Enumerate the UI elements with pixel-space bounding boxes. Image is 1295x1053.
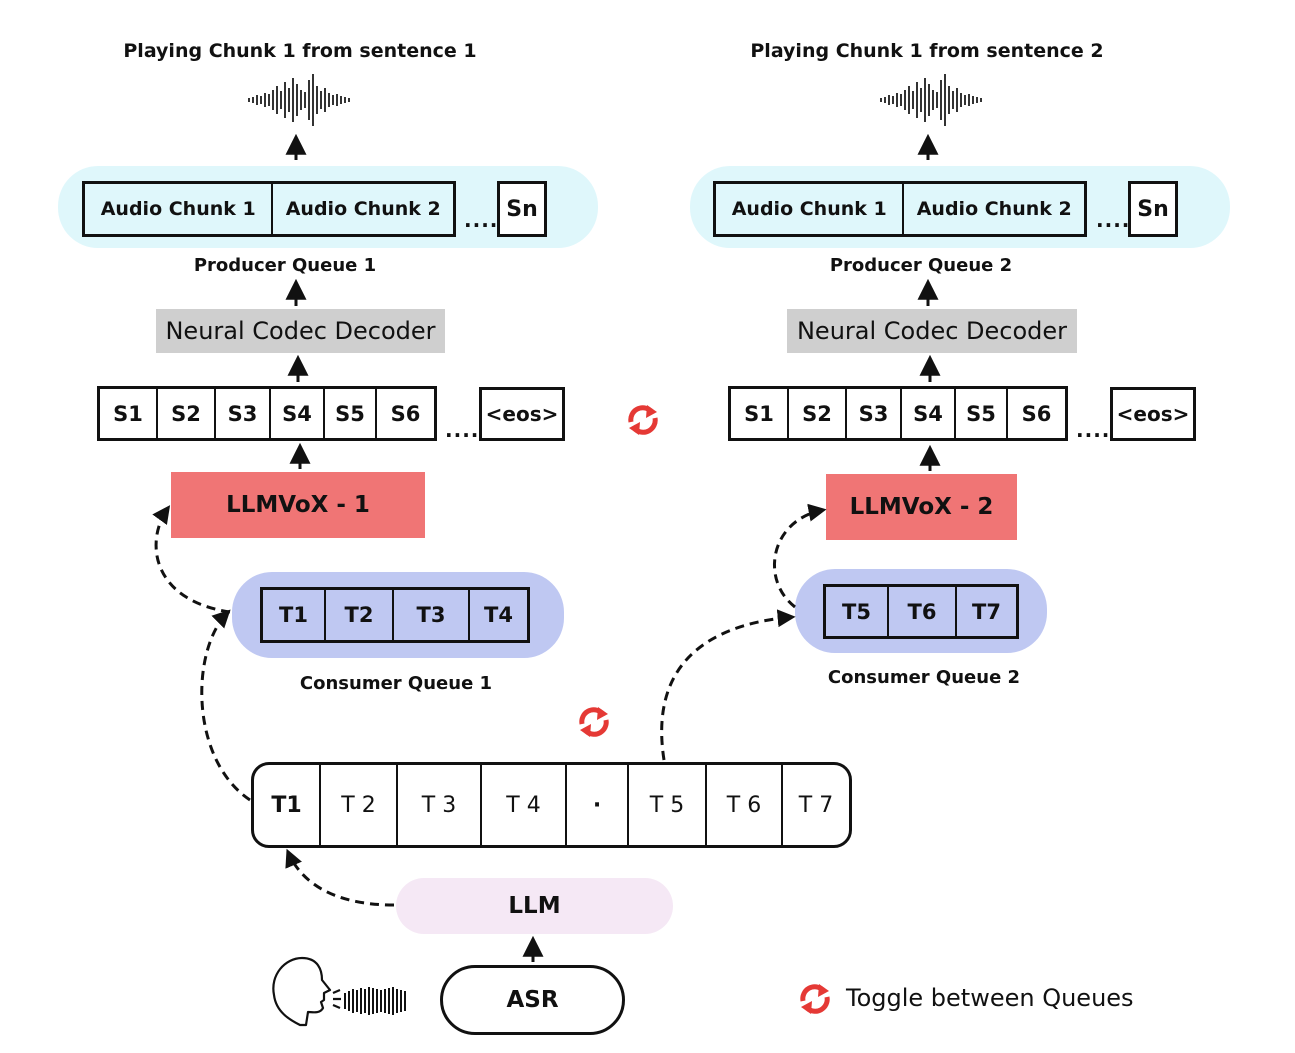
consumer-token: T6 [889, 587, 957, 636]
dashed-arrow-consumer-2-to-llmvox-2 [772, 503, 827, 609]
consumer-label-1: Consumer Queue 1 [299, 673, 493, 694]
toggle-icon [801, 984, 829, 1014]
dashed-arrow-consumer-1-to-llmvox-1 [152, 505, 231, 614]
audio-end-1: Sn [497, 181, 547, 237]
text-token: T 5 [629, 765, 707, 845]
speech-token: S5 [325, 389, 377, 438]
text-token: T 2 [321, 765, 398, 845]
speech-token: S2 [789, 389, 847, 438]
waveform-icon [880, 74, 982, 126]
audio-chunk-cell: Audio Chunk 1 [716, 184, 905, 234]
text-token: T 7 [798, 792, 834, 818]
audio-dots-2: .... [1096, 208, 1131, 232]
consumer-queue-2 [795, 569, 1047, 653]
speech-token: S6 [1021, 401, 1052, 426]
speech-token: S3 [847, 389, 902, 438]
consumer-token: T1 [263, 590, 326, 640]
text-token: T 6 [707, 765, 783, 845]
legend-text: Toggle between Queues [846, 984, 1134, 1012]
consumer-token: T7 [972, 599, 1001, 624]
speech-token: S1 [100, 389, 158, 438]
speech-token: S4 [902, 389, 956, 438]
llm-pill [396, 878, 673, 934]
toggle-icon [580, 707, 608, 737]
playing-title-1: Playing Chunk 1 from sentence 1 [123, 40, 477, 62]
text-token: T1 [254, 765, 321, 845]
asr-box: ASR [440, 965, 625, 1035]
speech-token-row-1: S1 S2 S3 S4 S5 S6 [97, 386, 437, 441]
speech-token: S2 [158, 389, 216, 438]
neural-codec-decoder-2: Neural Codec Decoder [787, 309, 1077, 353]
consumer-token: T3 [394, 590, 470, 640]
audio-end-2: Sn [1128, 181, 1178, 237]
eos-token-1: <eos> [479, 387, 565, 441]
text-token: · [567, 765, 629, 845]
text-token: T 3 [398, 765, 482, 845]
llmvox-1-box: LLMVoX - 1 [171, 472, 425, 538]
producer-label-1: Producer Queue 1 [193, 255, 377, 276]
consumer-queue-1 [232, 572, 564, 658]
text-token-stream: T1 T 2 T 3 T 4 · T 5 T 6 T 7 [251, 762, 852, 848]
text-token: T 4 [482, 765, 567, 845]
dashed-arrow-stream-to-consumer-2 [660, 609, 796, 761]
audio-chunk-cell: Audio Chunk 2 [285, 198, 441, 220]
llm-label: LLM [508, 893, 561, 919]
consumer-token: T4 [484, 603, 513, 627]
speech-dots-1: .... [445, 418, 480, 442]
audio-chunk-cell: Audio Chunk 2 [916, 198, 1072, 220]
waveform-icon [248, 74, 350, 126]
consumer-token-row-1: T1 T2 T3 T4 [260, 587, 530, 643]
eos-token-2: <eos> [1110, 387, 1196, 441]
consumer-token-row-2: T5 T6 T7 [823, 584, 1019, 639]
speech-wave-icon [344, 987, 406, 1015]
speech-token-row-2: S1 S2 S3 S4 S5 S6 [728, 386, 1068, 441]
audio-chunk-cell: Audio Chunk 1 [85, 184, 274, 234]
speaking-head-icon [272, 956, 341, 1027]
audio-chunk-row-2: Audio Chunk 1 Audio Chunk 2 [713, 181, 1087, 237]
audio-dots-1: .... [464, 208, 499, 232]
speech-dots-2: .... [1076, 418, 1111, 442]
speech-token: S3 [216, 389, 271, 438]
speech-token: S4 [271, 389, 325, 438]
consumer-label-2: Consumer Queue 2 [827, 667, 1021, 688]
speech-token: S5 [956, 389, 1008, 438]
dashed-arrow-stream-to-consumer-1 [200, 609, 251, 802]
dashed-arrow-llm-to-stream [285, 848, 395, 907]
llmvox-2-box: LLMVoX - 2 [826, 474, 1017, 540]
consumer-token: T5 [826, 587, 889, 636]
speech-token: S1 [731, 389, 789, 438]
audio-chunk-row-1: Audio Chunk 1 Audio Chunk 2 [82, 181, 456, 237]
consumer-token: T2 [326, 590, 394, 640]
neural-codec-decoder-1: Neural Codec Decoder [156, 309, 445, 353]
producer-label-2: Producer Queue 2 [829, 255, 1013, 276]
speech-token: S6 [390, 401, 421, 426]
toggle-icon [629, 405, 657, 435]
playing-title-2: Playing Chunk 1 from sentence 2 [750, 40, 1104, 62]
